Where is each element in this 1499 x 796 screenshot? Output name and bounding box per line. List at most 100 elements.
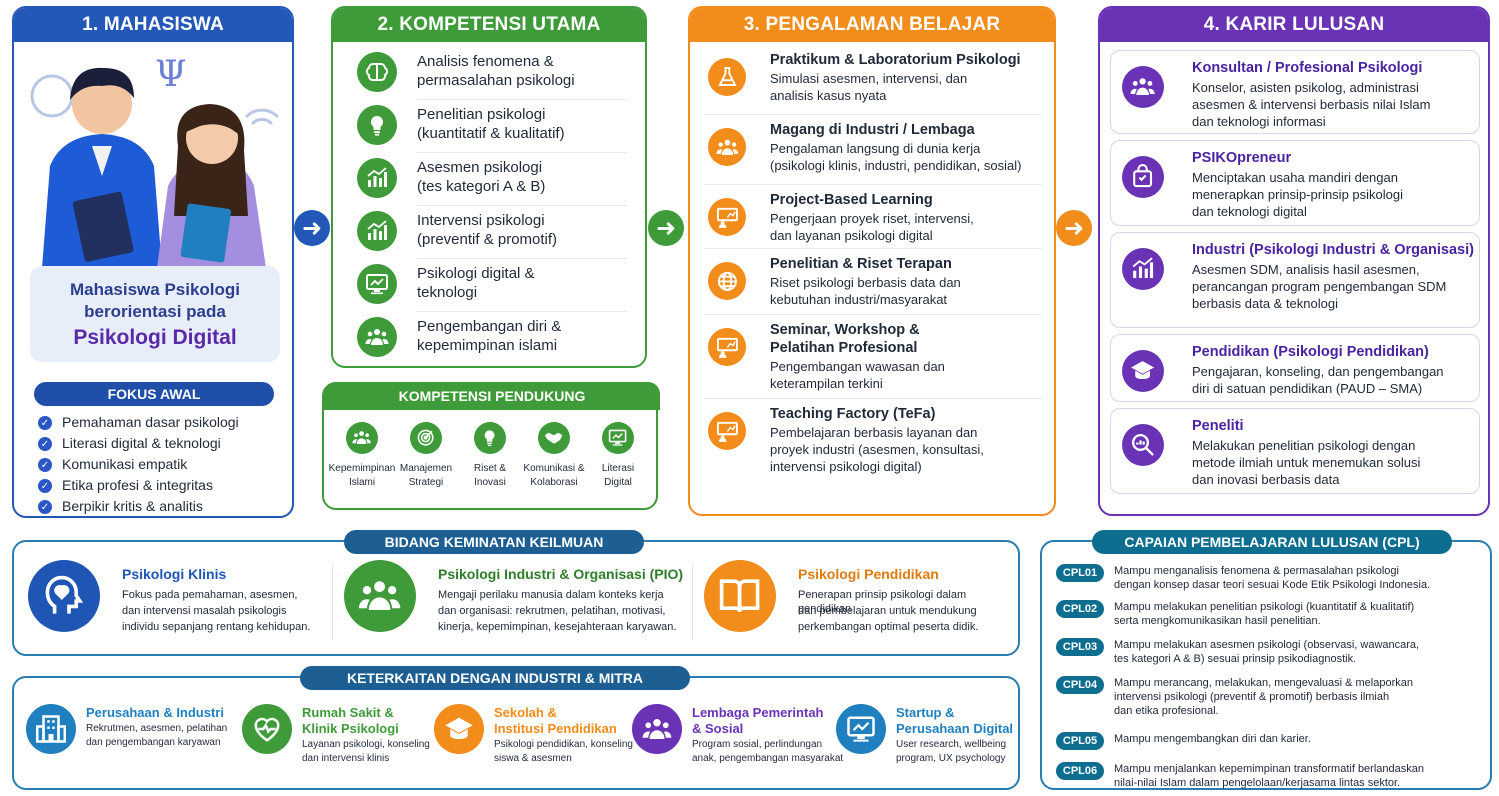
karir-card — [1110, 140, 1480, 226]
support-icon — [602, 422, 634, 454]
bidang-desc-3: individu sepanjang rentang kehidupan. — [122, 621, 311, 633]
karir-desc-2: diri di satuan pendidikan (PAUD – SMA) — [1192, 381, 1423, 396]
pengalaman-desc-3: intervensi psikologi digital) — [770, 459, 922, 474]
karir-desc-1: Asesmen SDM, analisis hasil asesmen, — [1192, 262, 1420, 277]
industri-desc-2: dan pengembangan karyawan — [86, 737, 221, 748]
pengalaman-icon — [708, 198, 746, 236]
cpl-badge: CPL01 — [1056, 564, 1104, 582]
industri-panel: KETERKAITAN DENGAN INDUSTRI & MITRA Peru… — [12, 666, 1020, 790]
kompetensi-line-1: Asesmen psikologi — [417, 159, 543, 176]
kompetensi-icon — [357, 211, 397, 251]
kompetensi-icon — [357, 158, 397, 198]
bidang-desc-1: Fokus pada pemahaman, asesmen, — [122, 589, 298, 601]
karir-title: Konsultan / Profesional Psikologi — [1192, 60, 1423, 76]
industri-desc-1: Program sosial, perlindungan — [692, 739, 823, 750]
divider — [417, 99, 627, 100]
support-line-2: Kolaborasi — [530, 477, 578, 488]
cpl-desc-2: serta mengkomunikasikan hasil penelitian… — [1114, 615, 1321, 627]
karir-card — [1110, 232, 1480, 328]
pengalaman-desc-1: Pengerjaan proyek riset, intervensi, — [770, 211, 974, 226]
karir-desc-3: berbasis data & teknologi — [1192, 296, 1338, 311]
support-line-2: Islami — [348, 477, 376, 488]
kompetensi-utama-header: 2. KOMPETENSI UTAMA — [333, 8, 645, 42]
pengalaman-title: Penelitian & Riset Terapan — [770, 256, 952, 272]
pengalaman-title: Project-Based Learning — [770, 192, 933, 208]
check-icon: ✓ — [38, 416, 52, 430]
cpl-desc-1: Mampu mengembangkan diri dan karier. — [1114, 733, 1311, 745]
kompetensi-utama-panel: 2. KOMPETENSI UTAMA Analisis fenomena & p… — [331, 6, 647, 368]
bidang-title: Psikologi Klinis — [122, 566, 227, 582]
pengalaman-desc-2: keterampilan terkini — [770, 376, 883, 391]
cpl-badge: CPL02 — [1056, 600, 1104, 618]
karir-desc-1: Melakukan penelitian psikologi dengan — [1192, 438, 1416, 453]
industri-title-2: Institusi Pendidikan — [494, 721, 617, 736]
kompetensi-line-1: Analisis fenomena & — [417, 53, 554, 70]
cpl-badge: CPL04 — [1056, 676, 1104, 694]
karir-desc-2: menerapkan prinsip-prinsip psikologi — [1192, 187, 1403, 202]
kompetensi-line-1: Psikologi digital & — [417, 265, 535, 282]
kompetensi-line-1: Penelitian psikologi — [417, 106, 546, 123]
cpl-desc-1: Mampu melakukan asesmen psikologi (obser… — [1114, 639, 1420, 651]
kompetensi-line-2: (preventif & promotif) — [417, 231, 558, 248]
pengalaman-title: Magang di Industri / Lembaga — [770, 122, 975, 138]
industri-desc-2: program, UX psychology — [896, 753, 1006, 764]
cpl-desc-2: intervensi psikologi (preventif & promot… — [1114, 691, 1390, 703]
karir-card — [1110, 408, 1480, 494]
check-icon: ✓ — [38, 479, 52, 493]
karir-desc-2: asesmen & intervensi berbasis nilai Isla… — [1192, 97, 1431, 112]
arrow-right-icon: ➜ — [648, 210, 684, 246]
pengalaman-desc-1: Pembelajaran berbasis layanan dan — [770, 425, 978, 440]
pengalaman-desc-1: Pengalaman langsung di dunia kerja — [770, 141, 981, 156]
industri-desc-2: anak, pengembangan masyarakat — [692, 753, 844, 764]
karir-header: 4. KARIR LULUSAN — [1100, 8, 1488, 42]
students-illustration: Ψ — [22, 46, 284, 268]
brain-icon — [30, 74, 74, 118]
fokus-awal-title: FOKUS AWAL — [34, 382, 274, 406]
kompetensi-line-2: (tes kategori A & B) — [417, 178, 546, 195]
cpl-desc-2: nilai-nilai Islam dalam pengelolaan/kerj… — [1114, 777, 1401, 789]
divider — [704, 398, 1042, 399]
karir-title: Peneliti — [1192, 418, 1244, 434]
industri-title-1: Rumah Sakit & — [302, 705, 394, 720]
pengalaman-desc-2: kebutuhan industri/masyarakat — [770, 292, 948, 307]
cpl-badge: CPL05 — [1056, 732, 1104, 750]
bidang-title: Psikologi Industri & Organisasi (PIO) — [438, 566, 684, 582]
kompetensi-icon — [357, 264, 397, 304]
support-icon — [410, 422, 442, 454]
kompetensi-line-2: permasalahan psikologi — [417, 72, 575, 89]
kompetensi-line-2: (kuantitatif & kualitatif) — [417, 125, 565, 142]
student-profile-card: Mahasiswa Psikologi berorientasi pada Ps… — [30, 266, 280, 362]
bidang-desc-1: Mengaji perilaku manusia dalam konteks k… — [438, 589, 664, 601]
pengalaman-desc-2: analisis kasus nyata — [770, 88, 887, 103]
profile-line-1: Mahasiswa Psikologi — [69, 280, 241, 299]
industri-desc-1: Layanan psikologi, konseling — [302, 739, 430, 750]
pengalaman-icon — [708, 128, 746, 166]
cpl-desc-2: dengan konsep dasar teori sesuai Kode Et… — [1114, 579, 1431, 591]
pengalaman-title: Seminar, Workshop & — [770, 322, 920, 338]
cpl-title: CAPAIAN PEMBELAJARAN LULUSAN (CPL) — [1092, 530, 1452, 554]
karir-title: Pendidikan (Psikologi Pendidikan) — [1192, 344, 1429, 360]
karir-desc-3: dan teknologi digital — [1192, 204, 1307, 219]
fokus-item: Pemahaman dasar psikologi — [62, 414, 239, 430]
support-line-1: Komunikasi & — [523, 463, 585, 474]
pengalaman-icon — [708, 262, 746, 300]
karir-icon — [1122, 66, 1164, 108]
fokus-item: Berpikir kritis & analitis — [62, 498, 203, 514]
divider — [704, 184, 1042, 185]
cpl-desc-1: Mampu menjalankan kepemimpinan transform… — [1114, 763, 1424, 775]
cpl-desc-2: tes kategori A & B) sesuai prinsip psiko… — [1114, 653, 1357, 665]
support-line-2: Strategi — [408, 477, 444, 488]
divider — [704, 114, 1042, 115]
pengalaman-desc-2: dan layanan psikologi digital — [770, 228, 933, 243]
divider — [704, 248, 1042, 249]
check-icon: ✓ — [38, 500, 52, 514]
industri-title-1: Perusahaan & Industri — [86, 705, 224, 720]
bidang-icon — [28, 560, 100, 632]
bidang-desc-3: kinerja, kepemimpinan, kesejahteraan kar… — [438, 621, 677, 633]
industri-title-2: Klinik Psikologi — [302, 721, 399, 736]
pengalaman-icon — [708, 58, 746, 96]
pengalaman-title: Teaching Factory (TeFa) — [770, 406, 936, 422]
fokus-item: Literasi digital & teknologi — [62, 435, 221, 451]
bidang-desc-2: dan intervensi masalah psikologis — [122, 605, 287, 617]
cpl-desc-3: dan etika profesional. — [1114, 705, 1219, 717]
